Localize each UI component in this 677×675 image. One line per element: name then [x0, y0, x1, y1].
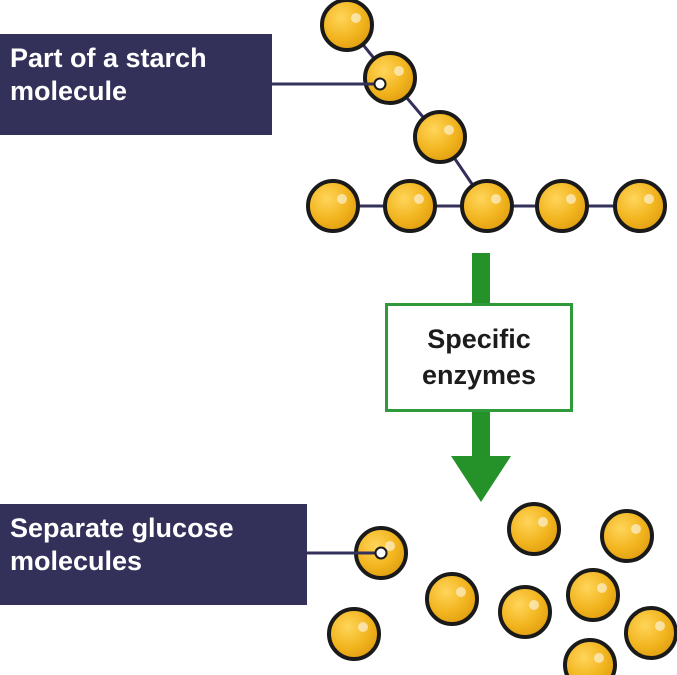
glucose-molecule	[566, 568, 620, 622]
enzyme-box: Specific enzymes	[385, 303, 573, 412]
glucose-unit	[460, 179, 514, 233]
starch-label-line-1: Part of a starch	[10, 43, 207, 73]
starch-molecule-label: Part of a starch molecule	[0, 34, 272, 135]
glucose-label-pointer	[307, 546, 388, 560]
glucose-unit	[306, 179, 360, 233]
glucose-molecule	[563, 638, 617, 675]
starch-label-line-2: molecule	[10, 76, 128, 106]
glucose-unit	[363, 51, 417, 105]
glucose-unit	[413, 110, 467, 164]
enzyme-box-line-1: Specific	[427, 324, 531, 354]
separate-glucose-molecules	[327, 502, 677, 675]
starch-bonds	[333, 24, 640, 208]
glucose-label-line-2: molecules	[10, 546, 143, 576]
glucose-unit	[320, 0, 374, 52]
glucose-label-line-1: Separate glucose	[10, 513, 234, 543]
glucose-molecule	[425, 572, 479, 626]
glucose-molecule	[327, 607, 381, 661]
glucose-molecule	[498, 585, 552, 639]
glucose-molecule	[600, 509, 654, 563]
enzyme-box-line-2: enzymes	[421, 360, 537, 390]
glucose-unit	[613, 179, 667, 233]
starch-molecule	[306, 0, 667, 233]
glucose-molecules-label: Separate glucose molecules	[0, 504, 307, 605]
down-arrow-icon	[451, 253, 511, 502]
starch-label-pointer	[272, 77, 387, 91]
glucose-unit	[383, 179, 437, 233]
glucose-molecule	[507, 502, 561, 556]
glucose-unit	[535, 179, 589, 233]
glucose-molecule	[624, 606, 677, 660]
